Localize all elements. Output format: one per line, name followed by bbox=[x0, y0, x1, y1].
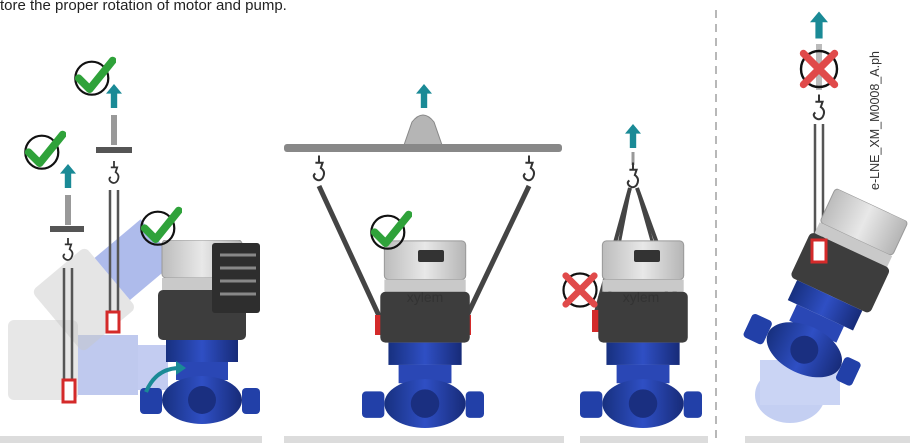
up-arrow-icon bbox=[416, 84, 432, 108]
check-icon bbox=[75, 61, 112, 95]
beam-lug bbox=[404, 115, 442, 145]
up-arrow-icon bbox=[625, 124, 641, 148]
spreader-bar bbox=[50, 226, 84, 232]
check-icon bbox=[141, 211, 178, 245]
panel-wrong-sling: xylem bbox=[564, 124, 703, 428]
hook-icon bbox=[814, 95, 824, 120]
red-shackle bbox=[107, 312, 119, 332]
pump-wrong bbox=[580, 241, 702, 428]
up-arrow-icon bbox=[106, 84, 122, 108]
sling-left bbox=[319, 186, 380, 318]
hook-icon bbox=[628, 163, 638, 188]
brand-label: xylem bbox=[623, 289, 660, 305]
lifting-beam bbox=[284, 144, 562, 152]
hook-icon bbox=[524, 156, 534, 181]
spreader-bar bbox=[96, 147, 132, 153]
cross-icon bbox=[564, 274, 597, 307]
brand-label: xylem bbox=[407, 289, 444, 305]
check-icon bbox=[25, 135, 62, 169]
hook-icon bbox=[63, 238, 72, 260]
sling-right bbox=[466, 186, 529, 318]
ground-strips bbox=[0, 436, 910, 443]
panel-beam-lift: xylem bbox=[284, 84, 562, 428]
red-shackle bbox=[812, 240, 826, 262]
up-arrow-icon bbox=[810, 12, 828, 39]
hook-icon bbox=[314, 156, 324, 181]
panel-tilting bbox=[8, 61, 260, 424]
up-arrow-icon bbox=[60, 164, 76, 188]
panel-forbidden bbox=[738, 12, 910, 424]
hook-icon bbox=[109, 161, 118, 183]
red-shackle bbox=[63, 380, 75, 402]
